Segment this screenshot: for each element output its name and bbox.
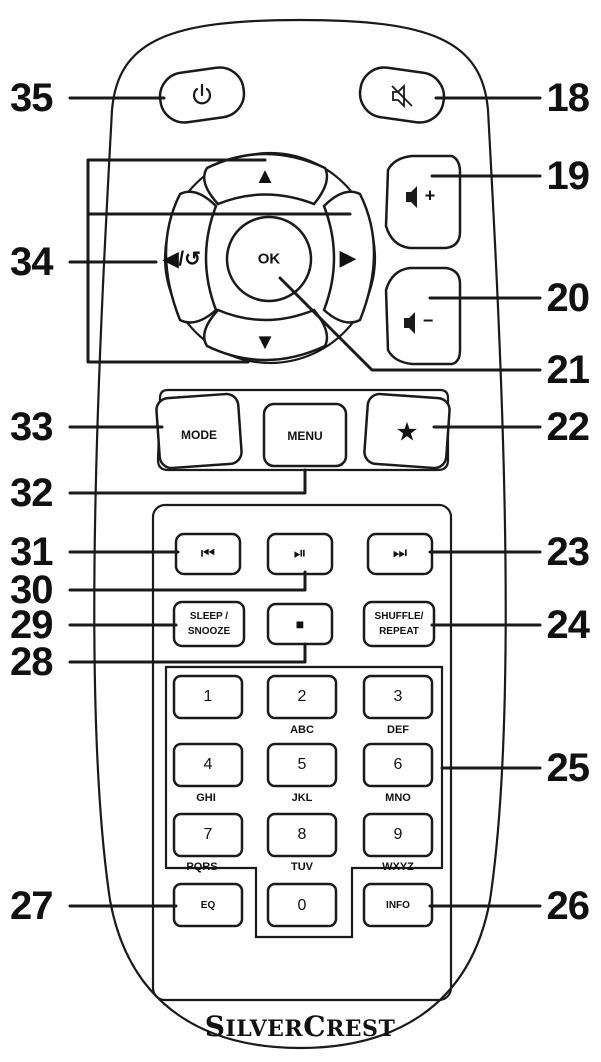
key-6-letters: MNO [385, 792, 411, 804]
sleep-label-2[interactable]: SNOOZE [187, 626, 231, 637]
key-2 [266, 674, 338, 720]
info-label[interactable]: INFO [386, 900, 410, 911]
key-2-digit[interactable]: 2 [297, 688, 307, 705]
key-5-digit[interactable]: 5 [297, 756, 307, 773]
dpad-right [322, 190, 376, 324]
sleep-snooze-button [172, 600, 246, 648]
key-9 [362, 812, 434, 858]
callout-24: 24 [546, 603, 590, 647]
callout-23: 23 [546, 530, 590, 574]
key-2-letters: ABC [290, 724, 314, 736]
callout-28: 28 [10, 640, 53, 684]
shuffle-repeat-button [362, 600, 436, 648]
play-pause-icon[interactable]: ⏯ [293, 545, 307, 562]
key-1 [172, 674, 244, 720]
key-9-digit[interactable]: 9 [393, 826, 403, 843]
back-arrow-icon[interactable]: ◀/↺ [163, 248, 201, 271]
key-3-letters: DEF [387, 724, 409, 736]
volume-up-button [384, 154, 462, 250]
volume-up-icon [406, 186, 417, 208]
callout-22: 22 [546, 405, 590, 449]
key-9-letters: WXYZ [382, 861, 414, 873]
shuffle-label-2[interactable]: REPEAT [379, 626, 419, 637]
volume-down-icon [404, 312, 415, 334]
key-4 [172, 742, 244, 788]
volume-down-button [384, 266, 462, 366]
stop-icon[interactable]: ■ [295, 616, 305, 632]
favorite-button [363, 392, 451, 470]
key-8-letters: TUV [291, 861, 313, 873]
mode-panel [156, 388, 450, 472]
callout-26: 26 [546, 884, 590, 928]
leader-lines [68, 96, 542, 908]
callout-29: 29 [10, 603, 53, 647]
key-4-digit[interactable]: 4 [203, 756, 213, 773]
brand-logo: SILVERCREST [204, 1010, 396, 1043]
mode-button [155, 392, 243, 470]
menu-button [262, 402, 348, 468]
shuffle-label-1[interactable]: SHUFFLE/ [374, 611, 424, 622]
star-icon[interactable]: ★ [395, 416, 419, 447]
key-7 [172, 812, 244, 858]
key-1-digit[interactable]: 1 [203, 688, 213, 705]
callout-27: 27 [10, 884, 53, 928]
callout-18: 18 [546, 76, 590, 120]
mute-speaker-icon [391, 83, 413, 109]
callout-30: 30 [10, 568, 53, 612]
menu-label[interactable]: MENU [287, 429, 323, 443]
stop-button [266, 602, 334, 646]
right-arrow-icon[interactable]: ▶ [339, 245, 357, 270]
volume-down-minus[interactable]: − [422, 310, 434, 331]
key-8 [266, 812, 338, 858]
callout-35: 35 [10, 76, 53, 120]
keypad-bracket [164, 665, 444, 939]
key-7-digit[interactable]: 7 [203, 826, 213, 843]
callout-34: 34 [10, 240, 53, 284]
lower-panel [151, 503, 453, 1002]
volume-up-plus[interactable]: + [424, 185, 436, 206]
down-arrow-icon[interactable]: ▼ [254, 329, 276, 354]
next-track-icon[interactable]: ⏭ [392, 545, 408, 562]
eq-label[interactable]: EQ [200, 900, 216, 911]
key-6-digit[interactable]: 6 [393, 756, 403, 773]
prev-button [174, 532, 242, 576]
key-6 [362, 742, 434, 788]
key-8-digit[interactable]: 8 [297, 826, 307, 843]
callout-31: 31 [10, 530, 53, 574]
callout-33: 33 [10, 405, 53, 449]
callout-21: 21 [546, 348, 590, 392]
remote-body [93, 18, 507, 1050]
dpad-up [203, 152, 329, 206]
dpad-left-back [164, 190, 218, 324]
key-3 [362, 674, 434, 720]
key-3-digit[interactable]: 3 [393, 688, 403, 705]
callout-32: 32 [10, 471, 53, 515]
key-0-digit[interactable]: 0 [297, 897, 307, 914]
sleep-label-1[interactable]: SLEEP / [189, 611, 229, 622]
power-icon [192, 83, 212, 105]
ok-label[interactable]: OK [257, 250, 281, 268]
key-7-letters: PQRS [186, 861, 218, 873]
callout-20: 20 [546, 276, 590, 320]
up-arrow-icon[interactable]: ▲ [254, 163, 276, 188]
mode-label[interactable]: MODE [181, 428, 217, 442]
key-5-letters: JKL [291, 792, 313, 804]
callout-19: 19 [546, 154, 590, 198]
key-4-letters: GHI [196, 792, 216, 804]
callout-25: 25 [546, 746, 590, 790]
next-button [366, 532, 434, 576]
play-pause-button [266, 532, 334, 576]
key-0 [266, 882, 338, 928]
key-5 [266, 742, 338, 788]
prev-track-icon[interactable]: ⏮ [200, 545, 216, 562]
ok-button [225, 215, 313, 303]
